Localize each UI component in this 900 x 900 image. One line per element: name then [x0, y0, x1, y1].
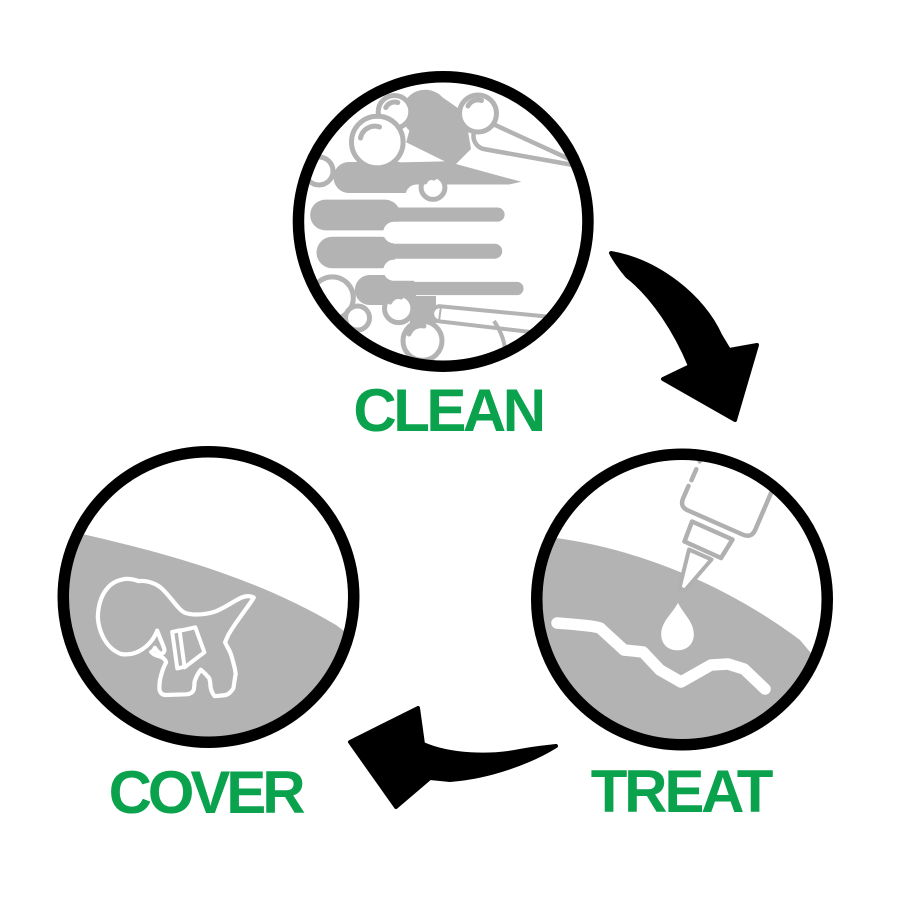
- svg-text:CLEAN: CLEAN: [353, 377, 542, 444]
- svg-text:TREAT: TREAT: [591, 758, 773, 825]
- svg-text:COVER: COVER: [109, 759, 306, 826]
